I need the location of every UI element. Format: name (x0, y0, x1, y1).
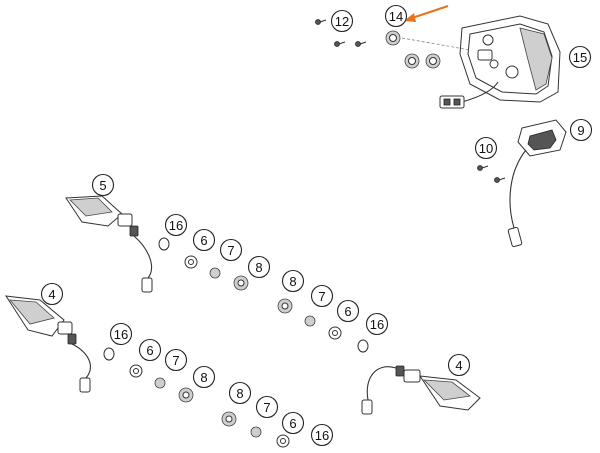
grommet-parts (385, 30, 441, 69)
callout-circle (138, 338, 162, 362)
callout-circle (281, 269, 305, 293)
callout-8-c8c: 8 (192, 365, 216, 389)
callout-16-c16c: 16 (109, 322, 133, 346)
callout-label: 16 (370, 317, 384, 332)
callout-6-c6c: 6 (138, 338, 162, 362)
callout-8-c8d: 8 (228, 381, 252, 405)
callout-circle (109, 322, 133, 346)
callout-circle (192, 365, 216, 389)
callout-7-c7b: 7 (310, 284, 334, 308)
callout-label: 8 (236, 386, 243, 401)
callout-5-c5: 5 (91, 173, 115, 197)
callout-6-c6d: 6 (281, 411, 305, 435)
callout-label: 7 (263, 400, 270, 415)
callout-circle (40, 282, 64, 306)
callout-circle (336, 299, 360, 323)
callout-label: 16 (114, 327, 128, 342)
callout-circle (568, 45, 592, 69)
callout-circle (569, 118, 593, 142)
assembly-guide-line (401, 37, 471, 51)
callout-label: 8 (255, 260, 262, 275)
callout-label: 7 (318, 289, 325, 304)
callout-label: 6 (200, 233, 207, 248)
callout-8-c8a: 8 (247, 255, 271, 279)
callout-circle (164, 213, 188, 237)
callout-16-c16b: 16 (365, 312, 389, 336)
callout-circle (228, 381, 252, 405)
callout-label: 15 (573, 50, 587, 65)
turn-signal-lower-left (5, 295, 91, 393)
callout-label: 8 (289, 274, 296, 289)
callout-label: 10 (479, 141, 493, 156)
callout-9-c9: 9 (569, 118, 593, 142)
callout-16-c16d: 16 (310, 423, 334, 447)
callout-circle (330, 9, 354, 33)
highlight-arrow (404, 5, 449, 22)
callout-circle (310, 284, 334, 308)
callout-circle (91, 173, 115, 197)
washer-stack-upper-row (158, 237, 249, 291)
callout-circle (310, 423, 334, 447)
tail-light-assembly (439, 15, 561, 109)
washer-stack-lower-row (103, 347, 194, 403)
callout-12-c12: 12 (330, 9, 354, 33)
callout-6-c6a: 6 (192, 228, 216, 252)
turn-signal-lower-right (361, 365, 481, 415)
callout-14-c14: 14 (384, 4, 408, 28)
turn-signal-upper-left (65, 195, 153, 293)
callout-6-c6b: 6 (336, 299, 360, 323)
callout-label: 12 (335, 14, 349, 29)
callout-circle (255, 395, 279, 419)
callout-circle (192, 228, 216, 252)
callout-label: 9 (577, 123, 584, 138)
callout-circle (447, 353, 471, 377)
callout-8-c8b: 8 (281, 269, 305, 293)
screw-parts (315, 19, 367, 47)
callout-label: 14 (389, 9, 403, 24)
callout-circle (384, 4, 408, 28)
callout-circle (247, 255, 271, 279)
callout-circle (164, 348, 188, 372)
callout-7-c7a: 7 (219, 238, 243, 262)
license-light-screws (477, 165, 506, 183)
washer-stack-bottom-row (221, 411, 290, 448)
callout-circle (365, 312, 389, 336)
callout-7-c7c: 7 (164, 348, 188, 372)
callout-circle (474, 136, 498, 160)
callout-label: 16 (169, 218, 183, 233)
callout-16-c16a: 16 (164, 213, 188, 237)
callout-4-c4b: 4 (447, 353, 471, 377)
callout-label: 6 (289, 416, 296, 431)
callout-label: 6 (146, 343, 153, 358)
callout-label: 4 (48, 287, 55, 302)
callout-15-c15: 15 (568, 45, 592, 69)
callout-label: 5 (99, 178, 106, 193)
callout-label: 8 (200, 370, 207, 385)
callout-7-c7d: 7 (255, 395, 279, 419)
callout-label: 4 (455, 358, 462, 373)
callout-10-c10: 10 (474, 136, 498, 160)
callout-4-c4a: 4 (40, 282, 64, 306)
callout-circle (281, 411, 305, 435)
license-plate-light (507, 119, 567, 248)
washer-stack-middle-row (277, 298, 369, 353)
callout-label: 6 (344, 304, 351, 319)
callout-circle (219, 238, 243, 262)
callout-label: 7 (227, 243, 234, 258)
callout-layer: 12 14 15 9 10 5 16 6 7 8 8 7 6 16 4 16 6 7 8 4 8 7 6 16 (40, 4, 593, 447)
callout-label: 7 (172, 353, 179, 368)
callout-label: 16 (315, 428, 329, 443)
